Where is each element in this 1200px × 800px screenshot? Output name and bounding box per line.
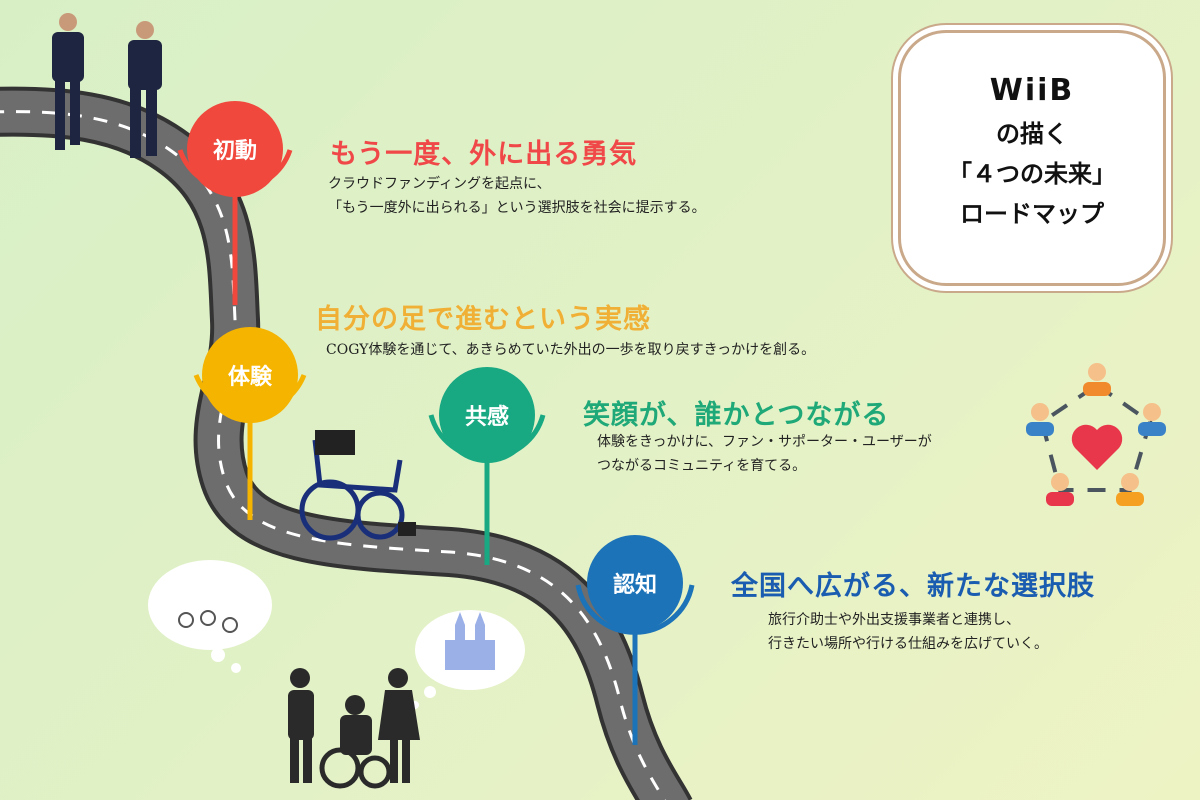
- pin-label: 体験: [227, 365, 272, 390]
- step2-heading: 自分の足で進むという実感: [315, 304, 651, 335]
- desc-line: 行きたい場所や行ける仕組みを広げていく。: [768, 636, 1048, 652]
- badge-line: ロードマップ: [960, 200, 1104, 228]
- wheelchair-image: [299, 430, 416, 541]
- badge-line: 「４つの未来」: [948, 160, 1116, 188]
- pin-label: 共感: [464, 405, 509, 430]
- desc-line: クラウドファンディングを起点に、: [328, 176, 551, 192]
- desc-line: 「もう一度外に出られる」という選択肢を社会に提示する。: [328, 200, 706, 216]
- step1-heading: もう一度、外に出る勇気: [330, 139, 638, 170]
- pin-kyoukan: 共感: [439, 367, 535, 463]
- pin-label: 認知: [612, 573, 657, 598]
- community-network-icon: [1026, 363, 1166, 506]
- pin-ninchi: 認知: [587, 535, 683, 631]
- roadmap-badge: WiiB の描く 「４つの未来」 ロードマップ: [898, 30, 1166, 286]
- desc-line: つながるコミュニティを育てる。: [597, 458, 807, 474]
- desc-line: 体験をきっかけに、ファン・サポーター・ユーザーが: [597, 434, 932, 450]
- step4-heading: 全国へ広がる、新たな選択肢: [731, 571, 1095, 602]
- thought-bubble-castle: [411, 610, 525, 709]
- thought-bubble-cycling: [148, 560, 272, 673]
- walking-people-image: [52, 13, 162, 158]
- step2-desc: COGY体験を通じて、あきらめていた外出の一歩を取り戻すきっかけを創る。: [326, 338, 815, 362]
- pin-taiken: 体験: [202, 327, 298, 423]
- step3-desc: 体験をきっかけに、ファン・サポーター・ユーザーがつながるコミュニティを育てる。: [597, 430, 932, 478]
- family-silhouette: [288, 668, 420, 789]
- step4-desc: 旅行介助士や外出支援事業者と連携し、行きたい場所や行ける仕組みを広げていく。: [768, 608, 1048, 656]
- desc-line: 旅行介助士や外出支援事業者と連携し、: [768, 612, 1020, 628]
- pin-shodou: 初動: [187, 101, 283, 197]
- pin-label: 初動: [212, 139, 257, 164]
- step3-heading: 笑顔が、誰かとつながる: [583, 400, 890, 431]
- step1-desc: クラウドファンディングを起点に、「もう一度外に出られる」という選択肢を社会に提示…: [328, 172, 706, 220]
- badge-line: の描く: [996, 120, 1068, 148]
- desc-line: COGY体験を通じて、あきらめていた外出の一歩を取り戻すきっかけを創る。: [326, 342, 816, 358]
- wiib-logo: WiiB: [989, 73, 1075, 108]
